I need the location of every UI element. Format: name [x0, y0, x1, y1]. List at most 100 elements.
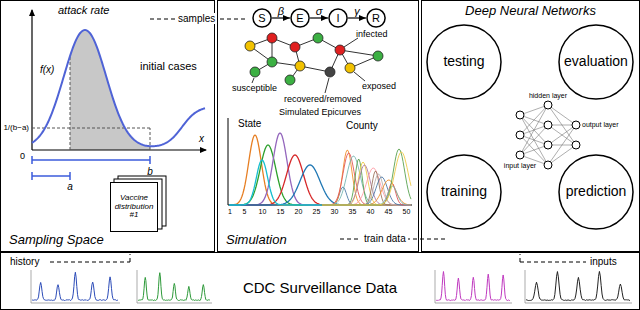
contact-network-edge — [250, 38, 378, 80]
transition-arrow — [348, 17, 366, 18]
network-weight — [548, 125, 576, 145]
density-plot-axes — [32, 128, 150, 129]
node-label: testing — [443, 54, 484, 69]
leader-line — [354, 72, 365, 81]
tick-label: 45 — [385, 208, 393, 216]
circle-outline — [253, 9, 271, 27]
neuron — [544, 161, 552, 169]
density-plot-axes — [32, 159, 150, 161]
document-sheet: Vaccine distribution #1 — [110, 182, 158, 232]
neuron — [572, 141, 580, 149]
county-epicurve — [322, 159, 411, 205]
density-plot-axes — [31, 172, 33, 180]
panel-heading: Sampling Space — [9, 233, 104, 247]
epicurve-axis — [228, 118, 412, 205]
axis-title: attack rate — [58, 4, 109, 16]
contact-network-node — [290, 42, 300, 52]
state-epicurve — [229, 165, 345, 205]
tick-label: 25 — [313, 208, 321, 216]
node-label: R — [372, 12, 380, 24]
contact-network-node — [267, 57, 277, 67]
circle-outline — [559, 155, 633, 229]
panel-heading: Simulation — [226, 233, 287, 247]
network-weight — [548, 125, 576, 145]
rate-label: γ — [354, 5, 360, 17]
circle-outline — [329, 9, 347, 27]
county-epicurve — [322, 162, 411, 205]
flow-dashed-line — [520, 254, 521, 262]
network-weight — [520, 115, 548, 165]
axis-origin: 0 — [20, 152, 25, 162]
neuron — [572, 121, 580, 129]
range-bound: b — [147, 166, 153, 177]
panel: Vaccine distribution #1 Sampling Space — [0, 0, 215, 252]
neuron — [544, 121, 552, 129]
state-label: recovered/removed — [284, 95, 362, 105]
circle-outline — [427, 25, 501, 99]
surveillance-chart — [526, 271, 630, 300]
contact-network-node — [250, 67, 260, 77]
flow-label: samples — [176, 13, 217, 24]
surveillance-chart — [137, 270, 212, 303]
state-label: susceptible — [232, 84, 277, 94]
surveillance-chart — [436, 272, 510, 301]
layer-label: input layer — [504, 162, 536, 170]
panel-heading: CDC Surveillance Data — [1, 280, 639, 297]
leader-line — [325, 78, 329, 93]
county-epicurve — [322, 149, 411, 205]
contact-network-edge — [340, 50, 378, 56]
contact-network-node — [285, 75, 295, 85]
tick-label: 5 — [242, 208, 246, 216]
contact-network-node — [245, 41, 255, 51]
tick-label: 10 — [259, 208, 267, 216]
circle-outline — [559, 25, 633, 99]
compartment-circle: R — [366, 8, 386, 28]
circle-outline — [367, 9, 385, 27]
epicurve-axis — [228, 118, 229, 205]
contact-network-node — [335, 45, 345, 55]
density-plot-axes — [69, 172, 71, 180]
stage-circle: testing — [426, 24, 502, 100]
density-plot-axes — [32, 149, 206, 150]
compartment-circle: I — [328, 8, 348, 28]
network-weight — [548, 105, 576, 125]
flow-dashed-line — [406, 239, 446, 240]
county-epicurve — [322, 152, 411, 205]
network-weight — [548, 145, 576, 165]
leader-line — [252, 78, 254, 83]
contact-network-node — [373, 51, 383, 61]
tick-label: 1 — [228, 208, 232, 216]
surveillance-chart — [31, 270, 120, 303]
curve-annotation: initial cases — [140, 60, 197, 72]
rate-label: β — [278, 5, 284, 17]
state-epicurve — [229, 135, 345, 205]
county-epicurve — [322, 156, 411, 205]
state-epicurve — [229, 133, 345, 205]
density-plot-axes — [32, 10, 206, 180]
density-plot-axes — [31, 156, 33, 164]
neuron — [516, 131, 524, 139]
transition-arrow — [272, 17, 290, 18]
network-weight — [520, 105, 548, 155]
node-label: I — [336, 12, 339, 24]
state-epicurve — [229, 145, 345, 205]
contact-network-node — [295, 61, 305, 71]
network-weight — [520, 125, 548, 155]
node-label: training — [441, 184, 487, 199]
leader-line — [344, 38, 358, 47]
circle-outline — [427, 155, 501, 229]
state-epicurve — [229, 133, 345, 205]
transition-arrow — [310, 17, 328, 18]
attack-rate-curve — [32, 30, 205, 146]
surveillance-chart — [435, 270, 512, 303]
tick-label: 30 — [331, 208, 339, 216]
series-label: State — [238, 118, 261, 129]
function-label: f(x) — [40, 64, 54, 75]
range-bound: a — [67, 181, 73, 192]
county-epicurve — [322, 174, 411, 205]
county-epicurve — [322, 149, 411, 205]
flow-label: inputs — [590, 256, 617, 267]
